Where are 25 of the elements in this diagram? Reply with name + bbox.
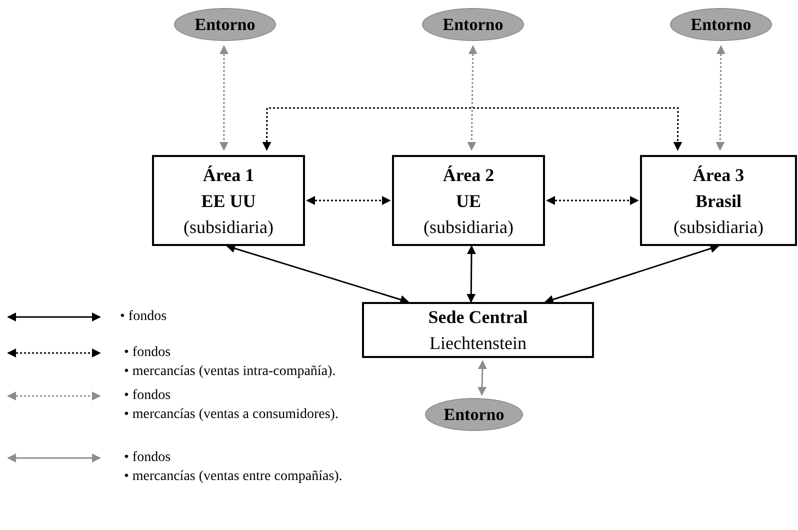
environment-ellipse: Entorno: [670, 8, 772, 41]
environment-ellipse: Entorno: [174, 8, 276, 41]
environment-ellipse: Entorno: [425, 398, 523, 431]
area-box: Área 3 Brasil (subsidiaria): [640, 155, 797, 246]
legend-text: • mercancías (ventas entre compañías).: [124, 468, 342, 486]
double-arrow: [546, 196, 639, 205]
double-arrow: [219, 45, 228, 151]
double-arrow: [466, 245, 476, 303]
area-box: Área 1 EE UU (subsidiaria): [152, 155, 305, 246]
double-arrow: [467, 45, 478, 151]
double-arrow: [478, 360, 487, 396]
environment-ellipse: Entorno: [422, 8, 524, 41]
double-arrow: [716, 45, 726, 151]
double-arrow: [306, 196, 391, 205]
legend-text: • fondos: [124, 344, 171, 362]
double-arrow: [262, 107, 682, 151]
area-box: Área 2 UE (subsidiaria): [392, 155, 545, 246]
legend-text: • fondos: [124, 387, 171, 405]
legend-text: • mercancías (ventas a consumidores).: [124, 406, 338, 424]
double-arrow: [226, 244, 410, 304]
legend-text: • fondos: [124, 449, 171, 467]
legend-text: • fondos: [120, 308, 167, 326]
legend-text: • mercancías (ventas intra-compañía).: [124, 363, 336, 381]
double-arrow: [544, 244, 720, 304]
area-box: Sede Central Liechtenstein: [362, 302, 594, 358]
